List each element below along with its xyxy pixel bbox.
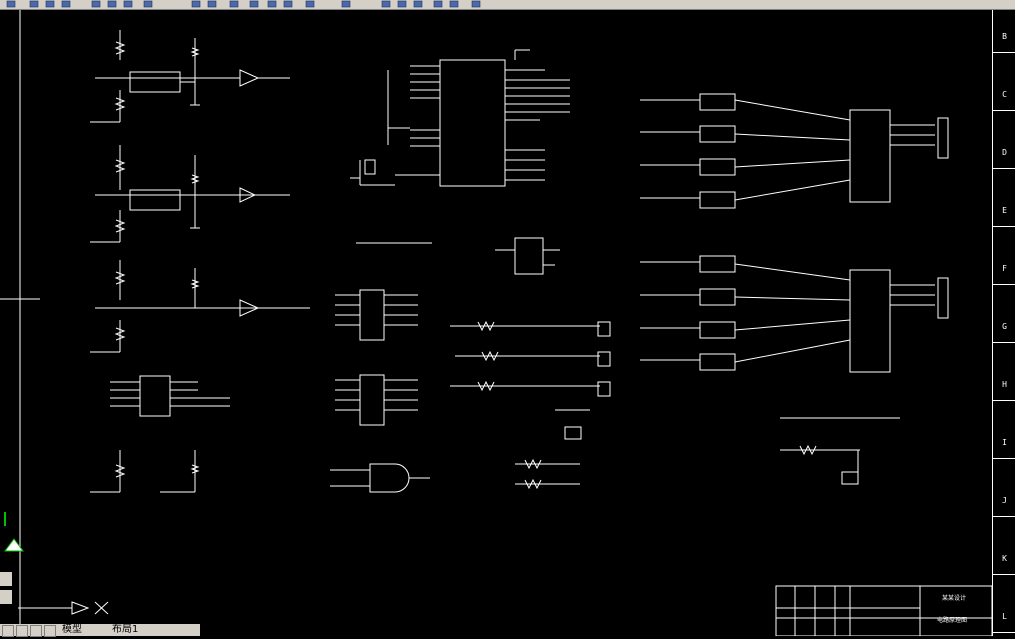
tab-nav-first-icon[interactable] [2,625,14,637]
drawing-canvas[interactable] [0,10,993,637]
zoom-previous-icon[interactable] [282,0,294,8]
ruler-label-j: J [1002,496,1007,505]
match-properties-icon[interactable] [142,0,154,8]
tab-nav-next-icon[interactable] [30,625,42,637]
zone-ruler: B C D E F G H I J K L [992,10,1015,636]
palette-button[interactable] [0,590,12,604]
palette-tab-green[interactable] [4,512,26,526]
ruler-label-b: B [1002,32,1007,41]
ruler-tick [993,110,1015,111]
pan-icon[interactable] [228,0,240,8]
redo-icon[interactable] [206,0,218,8]
ruler-tick [993,52,1015,53]
tab-nav-last-icon[interactable] [44,625,56,637]
properties-icon[interactable] [304,0,316,8]
copy-icon[interactable] [106,0,118,8]
palette-icon[interactable] [0,572,12,586]
tab-nav-prev-icon[interactable] [16,625,28,637]
tab-layout1[interactable]: 布局1 [112,624,139,635]
ruler-label-i: I [1002,438,1007,447]
tool-palettes-icon[interactable] [380,0,392,8]
ruler-tick [993,458,1015,459]
ruler-label-k: K [1002,554,1007,563]
tab-model[interactable]: 模型 [62,624,82,635]
ruler-tick [993,400,1015,401]
tool-palette[interactable] [0,512,29,624]
ruler-label-f: F [1002,264,1007,273]
ruler-label-e: E [1002,206,1007,215]
ruler-label-d: D [1002,148,1007,157]
undo-icon[interactable] [190,0,202,8]
ruler-tick [993,516,1015,517]
new-icon[interactable] [5,0,17,8]
ruler-tick [993,284,1015,285]
schematic-drawing [0,10,993,637]
print-icon[interactable] [60,0,72,8]
ruler-label-h: H [1002,380,1007,389]
ruler-label-l: L [1002,612,1007,621]
ruler-tick [993,168,1015,169]
title-block-drawing-name: 电路原理图 [937,617,968,624]
design-center-icon[interactable] [340,0,352,8]
warning-icon[interactable] [4,538,24,552]
ruler-tick [993,574,1015,575]
paste-icon[interactable] [122,0,134,8]
ruler-tick [993,226,1015,227]
layer-icon[interactable] [470,0,482,8]
ruler-tick [993,632,1015,633]
zoom-window-icon[interactable] [266,0,278,8]
zoom-realtime-icon[interactable] [248,0,260,8]
layout-tabs: 模型 布局1 [0,624,200,637]
save-icon[interactable] [44,0,56,8]
markup-icon[interactable] [412,0,424,8]
ruler-label-g: G [1002,322,1007,331]
calculator-icon[interactable] [432,0,444,8]
standard-toolbar [0,0,1015,10]
cut-icon[interactable] [90,0,102,8]
ruler-label-c: C [1002,90,1007,99]
sheet-set-icon[interactable] [396,0,408,8]
ruler-tick [993,342,1015,343]
title-block-title: 某某设计 [942,595,967,602]
help-icon[interactable] [448,0,460,8]
open-icon[interactable] [28,0,40,8]
